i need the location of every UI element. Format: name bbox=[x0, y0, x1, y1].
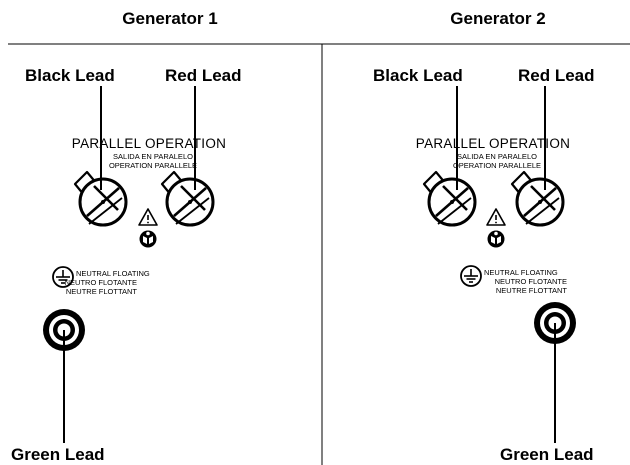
generator-2-black-outlet bbox=[422, 170, 477, 227]
generator-2-neutral-fr: NEUTRE FLOTTANT bbox=[496, 286, 568, 295]
generator-1-parallel-fr: OPERATION PARALLELE bbox=[109, 161, 197, 170]
generator-2-parallel-title: PARALLEL OPERATION bbox=[416, 136, 570, 151]
generator-2-parallel-es: SALIDA EN PARALELO bbox=[457, 152, 537, 161]
generator-2-red-outlet bbox=[510, 170, 565, 227]
generator-1-red-outlet bbox=[160, 170, 215, 227]
generator-2-red-lead-label: Red Lead bbox=[518, 66, 595, 85]
generator-1-neutral-en: NEUTRAL FLOATING bbox=[76, 269, 150, 278]
generator-1-warning-icon bbox=[138, 208, 158, 249]
generator-2-green-lead-label: Green Lead bbox=[500, 445, 594, 464]
generator-1-neutral-fr: NEUTRE FLOTTANT bbox=[66, 287, 138, 296]
generator-1-parallel-title: PARALLEL OPERATION bbox=[72, 136, 226, 151]
generator-1-red-lead-label: Red Lead bbox=[165, 66, 242, 85]
generator-1-black-lead-label: Black Lead bbox=[25, 66, 115, 85]
generator-2-neutral-es: NEUTRO FLOTANTE bbox=[495, 277, 567, 286]
generator-2-header: Generator 2 bbox=[450, 9, 546, 28]
generator-1-parallel-es: SALIDA EN PARALELO bbox=[113, 152, 193, 161]
generator-1-panel: PARALLEL OPERATION SALIDA EN PARALELO OP… bbox=[43, 86, 226, 443]
generator-1-neutral-es: NEUTRO FLOTANTE bbox=[65, 278, 137, 287]
generator-1-header: Generator 1 bbox=[122, 9, 218, 28]
generator-1-green-lead-label: Green Lead bbox=[11, 445, 105, 464]
generator-2-parallel-fr: OPERATION PARALLELE bbox=[453, 161, 541, 170]
generator-2-warning-icon bbox=[486, 208, 506, 249]
generator-2-panel: PARALLEL OPERATION SALIDA EN PARALELO OP… bbox=[416, 86, 576, 443]
generator-2-black-lead-label: Black Lead bbox=[373, 66, 463, 85]
generator-2-neutral-en: NEUTRAL FLOATING bbox=[484, 268, 558, 277]
generator-2-ground-icon bbox=[460, 265, 482, 287]
